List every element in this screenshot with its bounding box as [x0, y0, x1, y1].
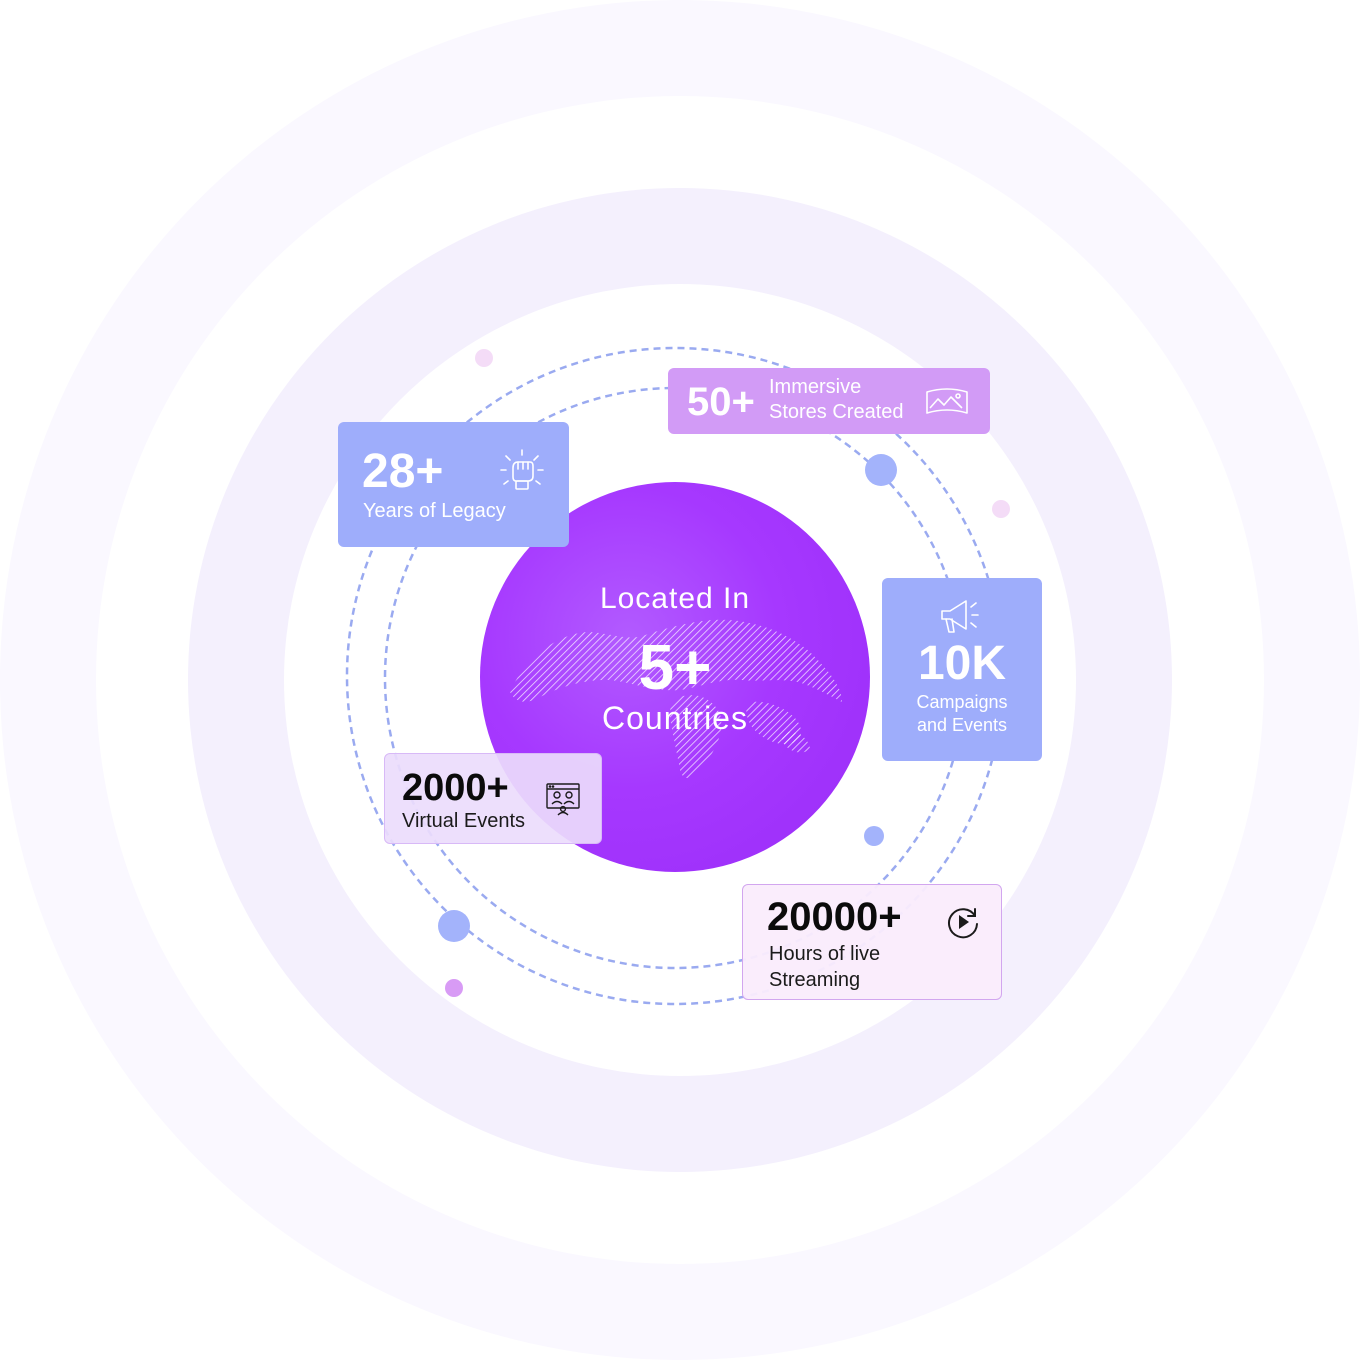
legacy-number: 28+ [362, 445, 444, 498]
play-replay-icon [948, 908, 978, 939]
streaming-label-line2: Streaming [769, 969, 861, 991]
globe-circle: Located In 5+ Countries [480, 482, 870, 872]
orbit-dot [992, 500, 1010, 518]
campaigns-label-line2: and Events [916, 715, 1008, 735]
campaigns-number: 10K [917, 637, 1007, 690]
globe-bottom-label: Countries [602, 700, 748, 736]
campaigns-label-line1: Campaigns [916, 692, 1008, 712]
stat-card-virtual-events: 2000+ Virtual Events [384, 753, 602, 844]
virtual-events-number: 2000+ [402, 767, 509, 809]
streaming-number: 20000+ [767, 895, 902, 939]
legacy-label: Years of Legacy [363, 500, 506, 522]
world-map-icon [510, 619, 842, 778]
stat-card-campaigns: 10K Campaigns and Events [882, 578, 1042, 761]
stores-label-line1: Immersive [769, 376, 862, 398]
streaming-label-line1: Hours of live [769, 943, 881, 965]
stat-card-streaming: 20000+ Hours of live Streaming [742, 884, 1002, 1000]
stores-number: 50+ [687, 380, 755, 424]
megaphone-icon [941, 600, 979, 633]
orbit-dot [864, 826, 884, 846]
panorama-icon [926, 388, 968, 414]
stat-card-stores: 50+ Immersive Stores Created [668, 368, 990, 434]
countries-count: 5+ [638, 631, 712, 703]
video-conference-icon [546, 783, 580, 816]
fist-icon [500, 449, 544, 490]
orbit-dot [445, 979, 463, 997]
orbit-dot [438, 910, 470, 942]
stores-label-line2: Stores Created [769, 401, 904, 423]
orbit-dot [475, 349, 493, 367]
globe-top-label: Located In [599, 582, 751, 615]
virtual-events-label: Virtual Events [402, 810, 526, 832]
stat-card-legacy: 28+ Years of Legacy [338, 422, 569, 547]
orbit-dot [865, 454, 897, 486]
